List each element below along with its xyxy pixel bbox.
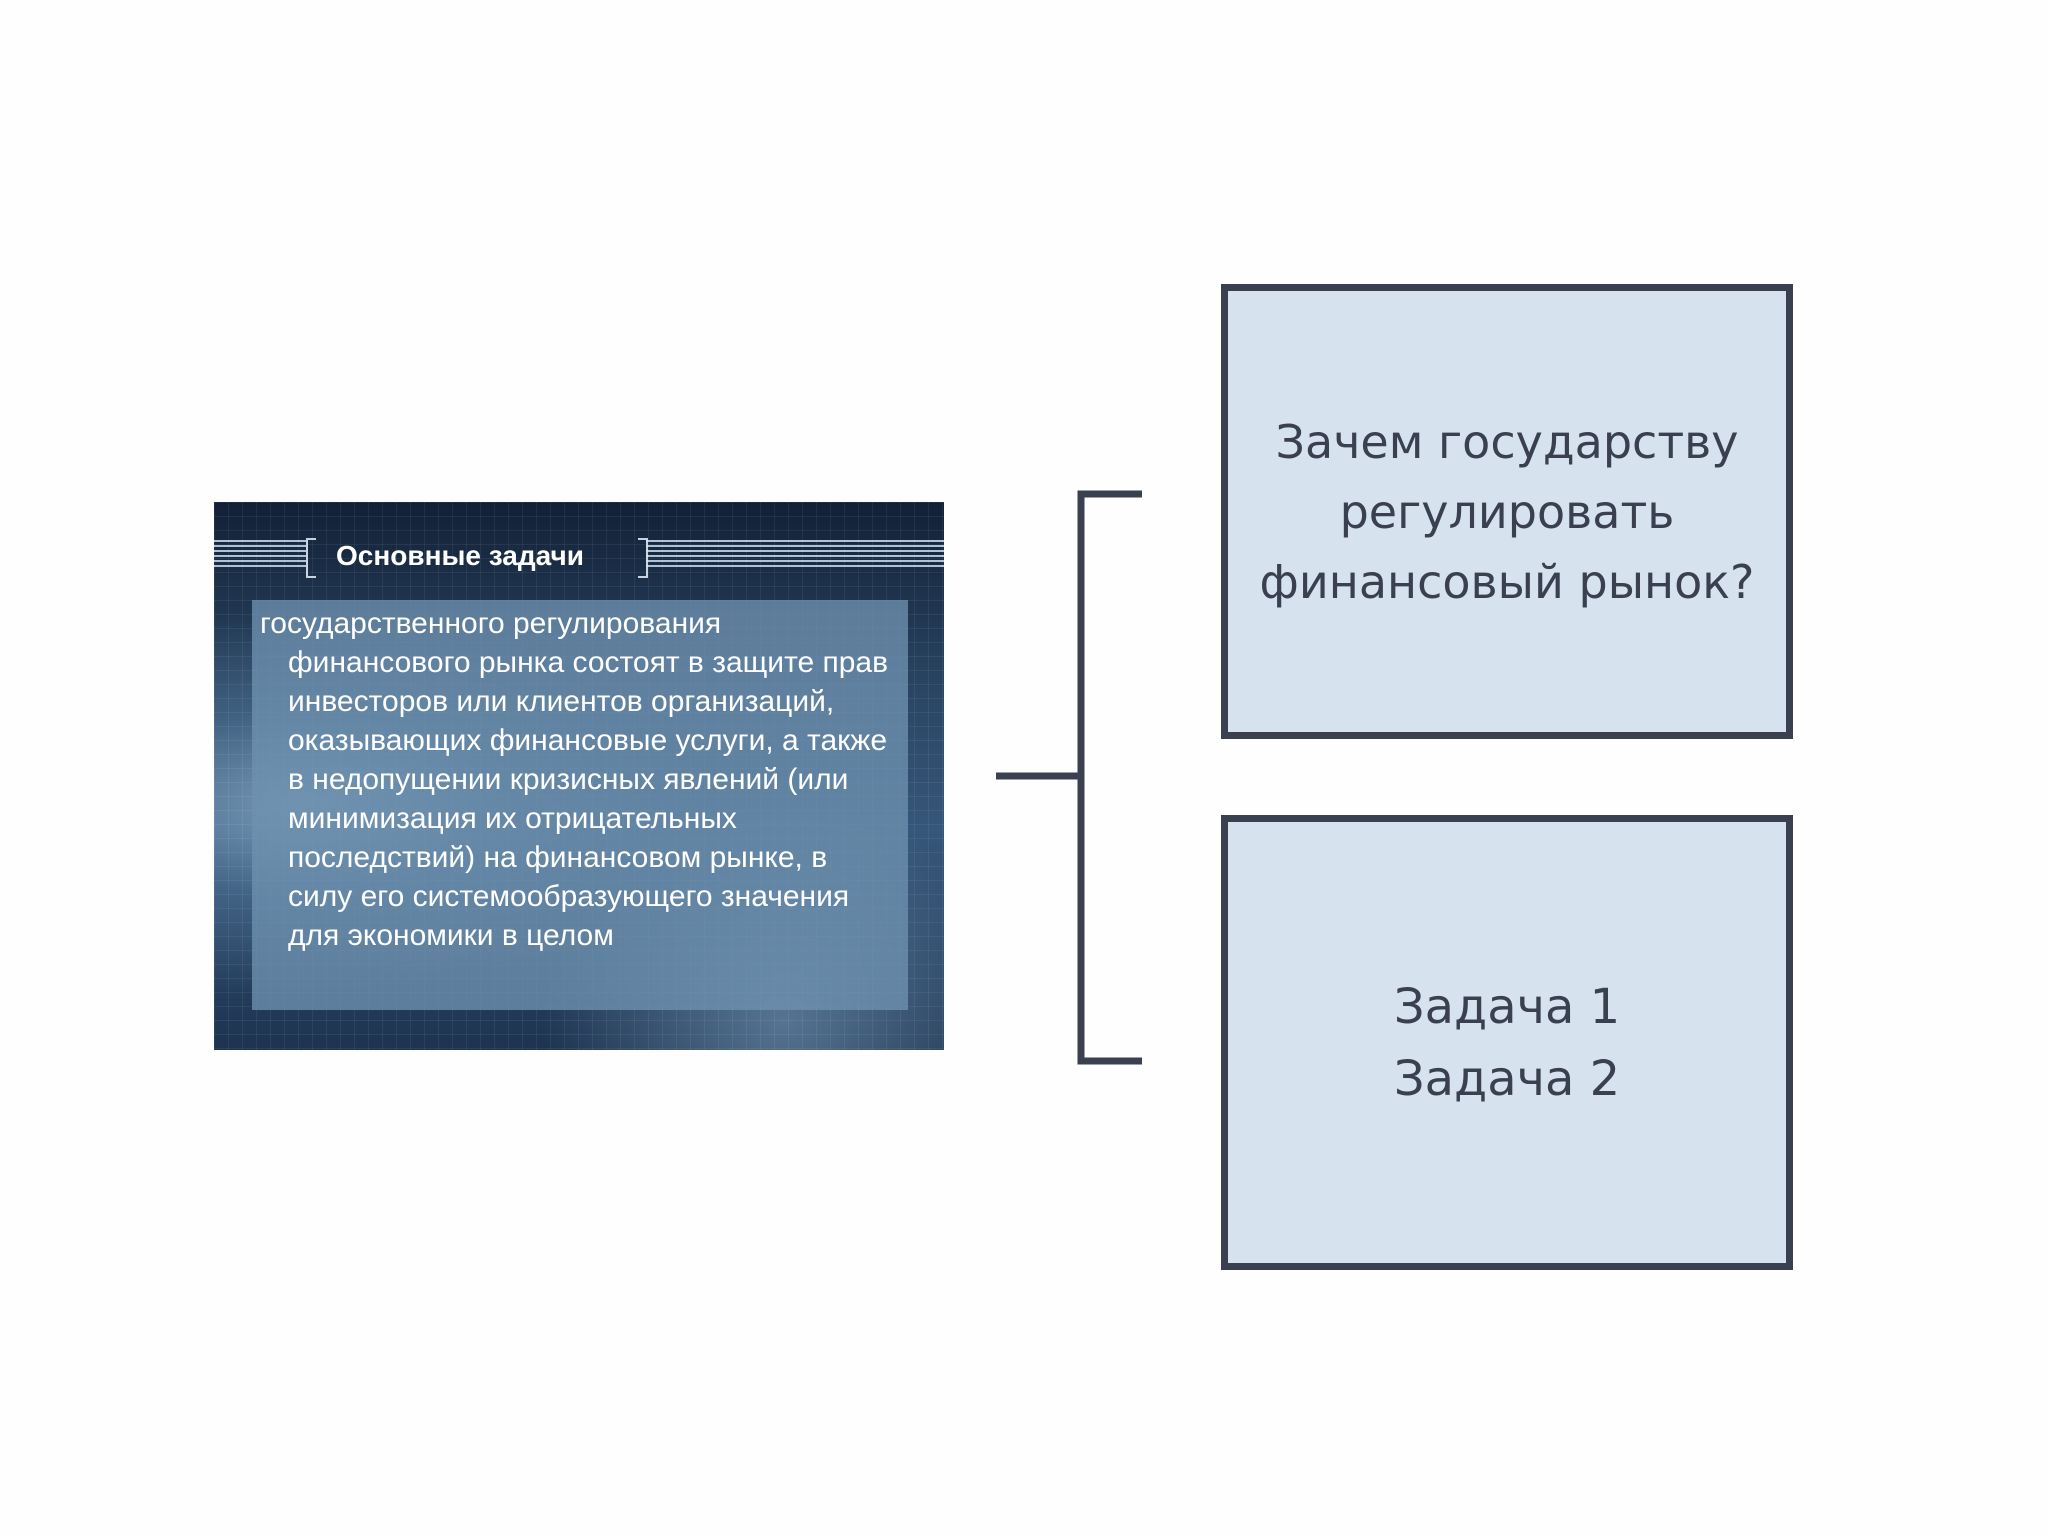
title-bracket-open xyxy=(306,538,316,578)
question-box: Зачем государству регулировать финансовы… xyxy=(1221,284,1793,739)
task-item: Задача 2 xyxy=(1393,1050,1621,1107)
slide-image: Основные задачи государственного регулир… xyxy=(214,502,944,1050)
question-line: финансовый рынок? xyxy=(1259,554,1755,609)
slide-title: Основные задачи xyxy=(336,540,584,571)
question-text: Зачем государству регулировать финансовы… xyxy=(1260,407,1755,617)
slide-text-panel: государственного регулирования финансово… xyxy=(252,600,908,1010)
tasks-box: Задача 1 Задача 2 xyxy=(1221,815,1793,1270)
task-item: Задача 1 xyxy=(1393,978,1621,1035)
connector-bracket xyxy=(1077,490,1142,1065)
decorative-stripes-left xyxy=(214,540,306,570)
question-line: Зачем государству xyxy=(1275,414,1739,469)
slide-body-text: государственного регулирования финансово… xyxy=(260,607,889,952)
title-bracket-close xyxy=(638,538,648,578)
decorative-stripes-right xyxy=(646,540,944,570)
tasks-text: Задача 1 Задача 2 xyxy=(1394,971,1620,1115)
question-line: регулировать xyxy=(1339,484,1675,539)
